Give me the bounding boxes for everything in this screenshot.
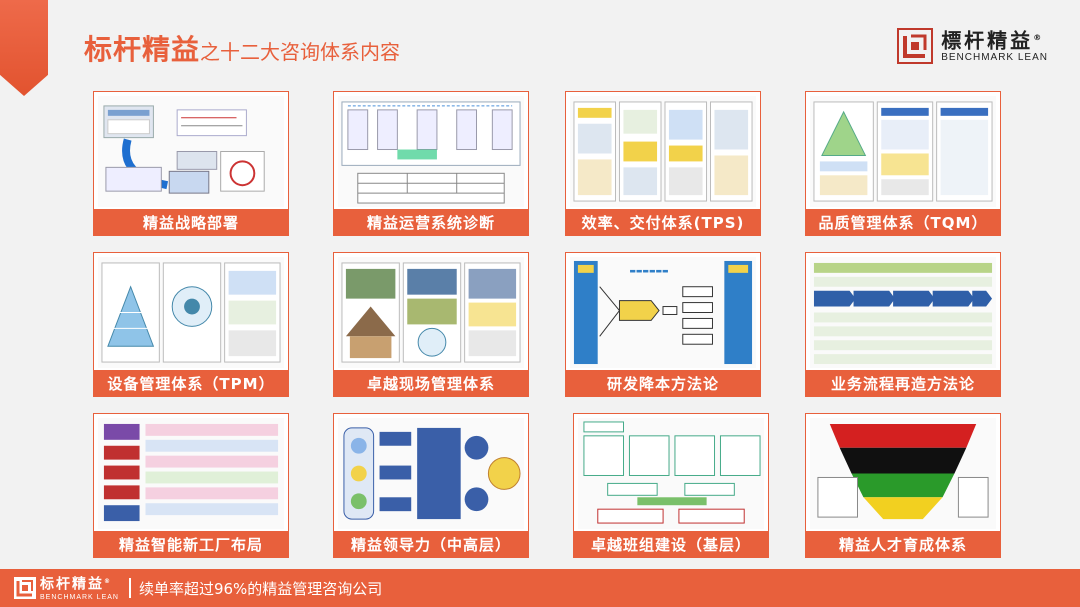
footer-logo-mark-icon: [14, 577, 36, 599]
card-tqm[interactable]: 品质管理体系（TQM）: [805, 91, 1001, 236]
card-label: 业务流程再造方法论: [806, 370, 1000, 396]
logo-name-cn: 標杆精益®: [941, 28, 1045, 53]
card-label: 精益领导力（中高层）: [334, 531, 528, 557]
card-tps[interactable]: 效率、交付体系(TPS): [565, 91, 761, 236]
card-thumbnail: [338, 257, 524, 368]
corner-flag: [0, 0, 48, 96]
footer-divider: [128, 578, 131, 598]
logo-name-en: BENCHMARK LEAN: [941, 52, 1048, 64]
footer-logo-name-en: BENCHMARK LEAN: [40, 593, 119, 601]
page-title: 标杆精益之十二大咨询体系内容: [84, 28, 400, 68]
card-thumbnail: [98, 96, 284, 207]
card-label: 品质管理体系（TQM）: [806, 209, 1000, 235]
card-talent-development[interactable]: 精益人才育成体系: [805, 413, 1001, 558]
card-smart-factory-layout[interactable]: 精益智能新工厂布局: [93, 413, 289, 558]
card-operations-diagnosis[interactable]: 精益运营系统诊断: [333, 91, 529, 236]
svg-text:▬▬▬▬▬▬: ▬▬▬▬▬▬: [629, 267, 668, 275]
card-label: 研发降本方法论: [566, 370, 760, 396]
page-title-sub: 之十二大咨询体系内容: [200, 40, 401, 64]
card-label: 设备管理体系（TPM）: [94, 370, 288, 396]
card-thumbnail: [810, 96, 996, 207]
logo-mark-icon: [897, 28, 934, 64]
card-label: 精益运营系统诊断: [334, 209, 528, 235]
card-bpr[interactable]: 业务流程再造方法论: [805, 252, 1001, 397]
card-thumbnail: [570, 96, 756, 207]
card-thumbnail: [338, 418, 524, 529]
card-site-management[interactable]: 卓越现场管理体系: [333, 252, 529, 397]
card-thumbnail: [338, 96, 524, 207]
card-thumbnail: [98, 418, 284, 529]
footer-bar: 标杆精益® BENCHMARK LEAN 续单率超过96%的精益管理咨询公司: [0, 569, 1080, 607]
card-rd-cost-reduction[interactable]: ▬▬▬▬▬▬ 研发降本方法论: [565, 252, 761, 397]
card-thumbnail: [98, 257, 284, 368]
card-thumbnail: ▬▬▬▬▬▬: [570, 257, 756, 368]
card-tpm[interactable]: 设备管理体系（TPM）: [93, 252, 289, 397]
footer-logo: 标杆精益® BENCHMARK LEAN: [14, 574, 119, 602]
card-label: 精益智能新工厂布局: [94, 531, 288, 557]
company-logo: 標杆精益® BENCHMARK LEAN: [897, 24, 1048, 68]
card-label: 精益人才育成体系: [806, 531, 1000, 557]
card-lean-leadership[interactable]: 精益领导力（中高层）: [333, 413, 529, 558]
card-thumbnail: [810, 257, 996, 368]
card-thumbnail: [810, 418, 996, 529]
page-title-main: 标杆精益: [84, 33, 201, 66]
card-label: 精益战略部署: [94, 209, 288, 235]
card-label: 效率、交付体系(TPS): [566, 209, 760, 235]
card-team-building[interactable]: 卓越班组建设（基层）: [573, 413, 769, 558]
card-label: 卓越现场管理体系: [334, 370, 528, 396]
footer-tagline: 续单率超过96%的精益管理咨询公司: [138, 579, 383, 598]
footer-logo-name-cn: 标杆精益®: [40, 576, 112, 593]
card-strategy-deployment[interactable]: 精益战略部署: [93, 91, 289, 236]
card-thumbnail: [578, 418, 764, 529]
card-label: 卓越班组建设（基层）: [574, 531, 768, 557]
